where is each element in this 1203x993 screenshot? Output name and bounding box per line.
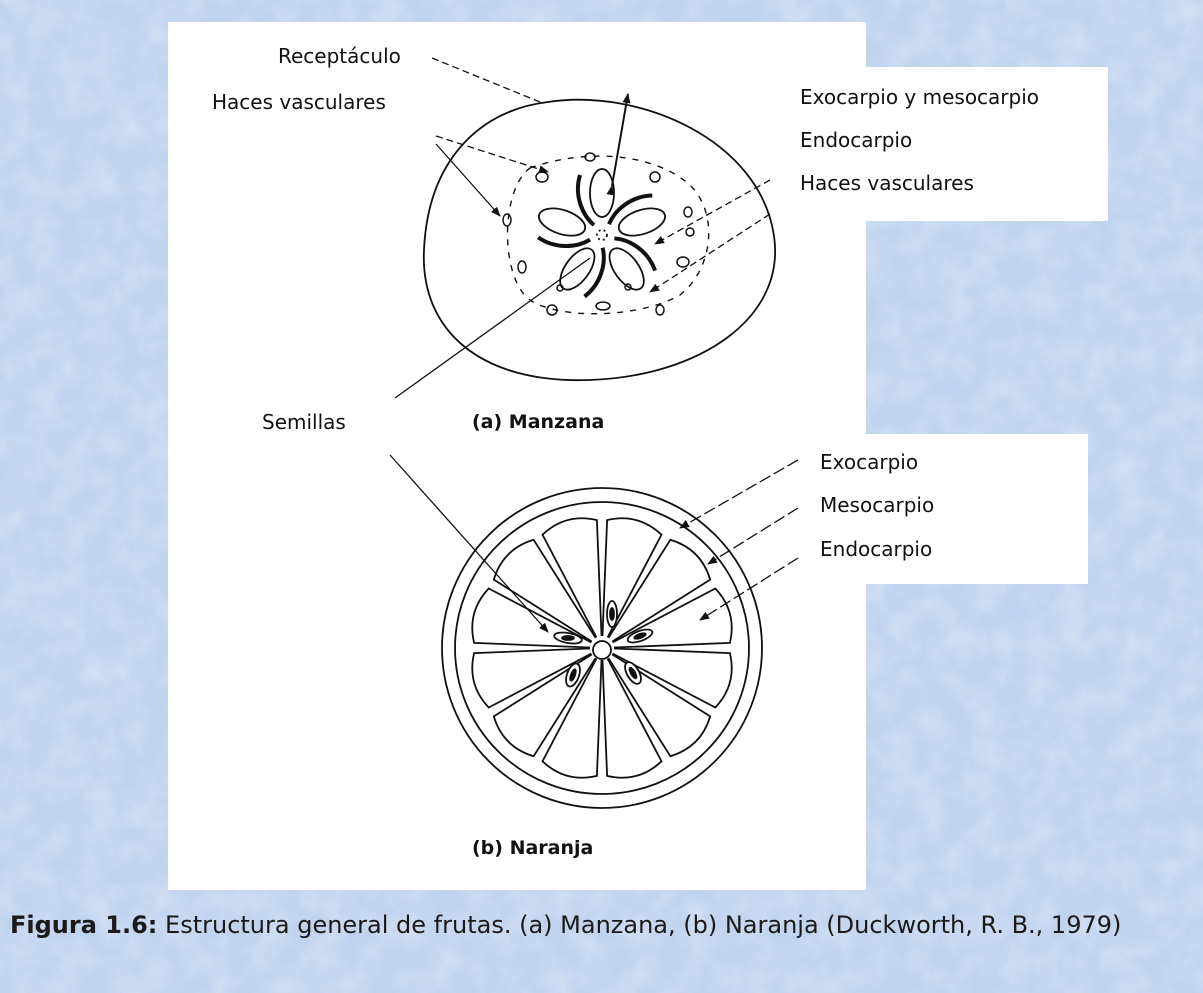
haces-right-leader (650, 214, 770, 292)
label-exocarpio-mesocarpio: Exocarpio y mesocarpio (800, 85, 1039, 109)
figure-caption: Figura 1.6: Estructura general de frutas… (10, 904, 1195, 946)
orange-segments (472, 518, 731, 777)
apple-core (532, 169, 669, 303)
apple-caption: (a) Manzana (472, 411, 604, 433)
endocarpio-leader (655, 180, 770, 244)
orange-leader-lines (390, 455, 798, 632)
semillas-leader-apple (395, 258, 590, 398)
orange-segment (608, 654, 710, 756)
apple-vascular-bundles (503, 153, 694, 315)
figure-caption-text: Estructura general de frutas. (a) Manzan… (165, 911, 1121, 939)
haces-left-leader-2 (436, 144, 500, 216)
label-semillas: Semillas (262, 410, 346, 434)
label-endocarpio-apple: Endocarpio (800, 128, 912, 152)
label-haces-vasculares-left: Haces vasculares (212, 90, 386, 114)
label-exocarpio: Exocarpio (820, 450, 918, 474)
exo-meso-arrow (612, 94, 628, 186)
label-mesocarpio: Mesocarpio (820, 493, 934, 517)
apple-cross-section (424, 100, 775, 380)
orange-core (593, 641, 611, 659)
orange-cross-section (442, 488, 762, 808)
orange-segment (494, 540, 596, 642)
orange-segment (608, 540, 710, 642)
orange-caption: (b) Naranja (472, 837, 593, 859)
receptaculo-leader (432, 58, 540, 102)
figure-label: Figura 1.6: (10, 911, 157, 939)
haces-left-leader-1 (436, 136, 548, 172)
label-endocarpio-orange: Endocarpio (820, 537, 932, 561)
exocarpio-leader (680, 460, 798, 528)
orange-segment (542, 518, 601, 637)
orange-mesocarp (455, 502, 749, 794)
label-haces-vasculares-right: Haces vasculares (800, 171, 974, 195)
orange-exocarp (442, 488, 762, 808)
mesocarpio-leader (708, 508, 798, 564)
label-receptaculo: Receptáculo (278, 44, 401, 68)
